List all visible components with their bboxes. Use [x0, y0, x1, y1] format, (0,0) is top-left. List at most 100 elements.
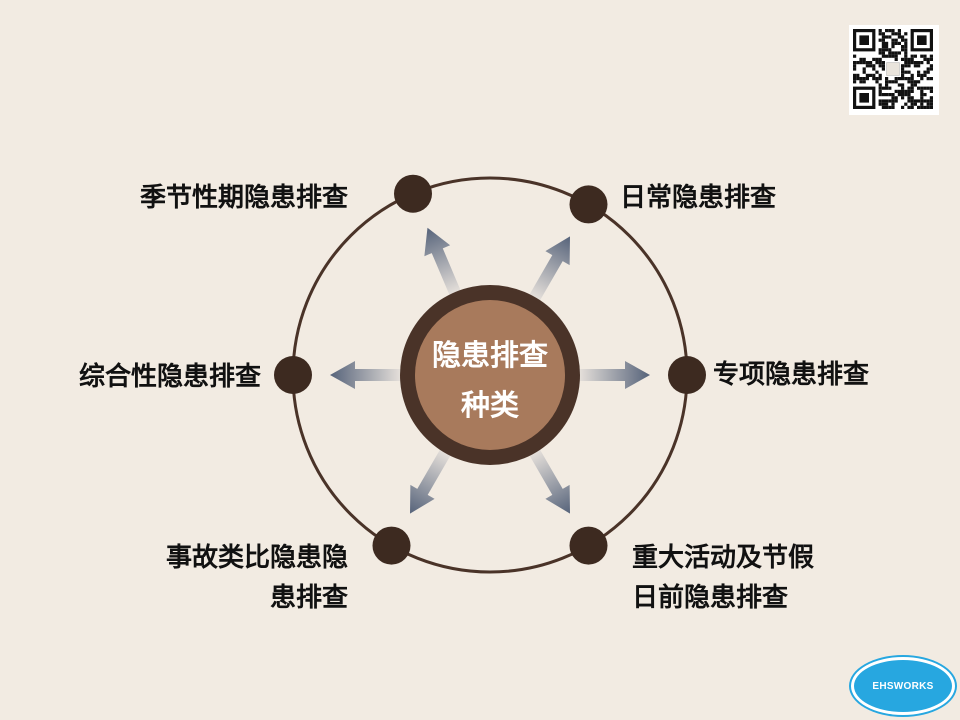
qr-module	[881, 32, 885, 36]
qr-module	[920, 77, 924, 81]
qr-module	[894, 38, 898, 42]
qr-module	[885, 45, 889, 49]
arrow-bottom-left	[410, 448, 452, 514]
qr-module	[904, 32, 908, 36]
qr-module	[907, 86, 911, 90]
qr-module	[917, 86, 921, 90]
qr-module	[894, 96, 898, 100]
qr-module	[865, 61, 869, 65]
qr-module	[926, 102, 930, 106]
qr-module	[929, 105, 933, 109]
qr-module	[862, 61, 866, 65]
qr-module	[872, 77, 876, 81]
qr-module	[875, 61, 879, 65]
node-label-text: 患排查	[269, 583, 348, 613]
qr-module	[862, 57, 866, 61]
qr-module	[885, 86, 889, 90]
qr-module	[881, 93, 885, 97]
node-label-top-left: 季节性期隐患排查	[140, 178, 348, 218]
qr-module	[910, 105, 914, 109]
qr-module	[891, 45, 895, 49]
node-dot-top-right	[569, 185, 608, 224]
qr-module	[891, 32, 895, 36]
qr-module	[878, 83, 882, 87]
qr-module	[897, 89, 901, 93]
qr-module	[894, 41, 898, 45]
qr-module	[853, 64, 857, 68]
qr-module	[881, 64, 885, 68]
qr-module	[853, 77, 857, 81]
qr-module	[913, 61, 917, 65]
qr-module	[913, 54, 917, 58]
qr-module	[920, 89, 924, 93]
qr-module	[878, 48, 882, 52]
arrow-shape	[330, 361, 402, 389]
qr-module	[888, 54, 892, 58]
qr-module	[929, 54, 933, 58]
node-label-text: 日前隐患排查	[632, 583, 789, 613]
qr-module	[894, 32, 898, 36]
qr-module	[926, 67, 930, 71]
qr-module	[862, 67, 866, 71]
qr-module	[901, 57, 905, 61]
qr-center-logo	[886, 62, 900, 76]
qr-module	[929, 57, 933, 61]
qr-module	[920, 105, 924, 109]
qr-module	[878, 89, 882, 93]
qr-module	[862, 77, 866, 81]
qr-finder	[859, 35, 869, 45]
qr-module	[865, 73, 869, 77]
qr-module	[904, 89, 908, 93]
qr-module	[875, 77, 879, 81]
qr-module	[913, 102, 917, 106]
arrow-top-right	[528, 236, 570, 302]
arrow-shape	[528, 236, 570, 302]
node-label-text: 综合性隐患排查	[78, 362, 261, 392]
qr-module	[910, 80, 914, 84]
node-label-text: 事故类比隐患隐	[165, 543, 348, 573]
qr-module	[923, 54, 927, 58]
qr-module	[913, 83, 917, 87]
qr-module	[878, 32, 882, 36]
node-label-right: 专项隐患排查	[713, 355, 869, 395]
qr-module	[891, 51, 895, 55]
qr-module	[901, 83, 905, 87]
qr-module	[881, 45, 885, 49]
qr-module	[926, 70, 930, 74]
qr-module	[878, 99, 882, 103]
qr-module	[875, 70, 879, 74]
qr-module	[885, 54, 889, 58]
qr-module	[872, 64, 876, 68]
qr-module	[891, 29, 895, 33]
qr-module	[897, 77, 901, 81]
qr-module	[853, 73, 857, 77]
qr-module	[904, 41, 908, 45]
qr-module	[926, 77, 930, 81]
qr-module	[878, 51, 882, 55]
qr-module	[894, 80, 898, 84]
hub-inner	[415, 300, 565, 450]
qr-module	[904, 64, 908, 68]
qr-module	[901, 67, 905, 71]
qr-module	[904, 38, 908, 42]
qr-module	[926, 57, 930, 61]
qr-module	[856, 73, 860, 77]
node-dot-right	[668, 356, 706, 394]
qr-module	[869, 61, 873, 65]
qr-module	[881, 35, 885, 39]
arrow-shape	[528, 448, 570, 514]
qr-module	[894, 57, 898, 61]
node-dot-left	[274, 356, 312, 394]
arrow-bottom-right	[528, 448, 570, 514]
arrows-group	[330, 227, 650, 514]
qr-module	[885, 83, 889, 87]
qr-module	[917, 64, 921, 68]
qr-module	[885, 102, 889, 106]
qr-module	[862, 80, 866, 84]
qr-module	[891, 38, 895, 42]
node-dot-top-left	[394, 174, 432, 213]
qr-module	[878, 93, 882, 97]
qr-module	[929, 67, 933, 71]
qr-module	[869, 64, 873, 68]
